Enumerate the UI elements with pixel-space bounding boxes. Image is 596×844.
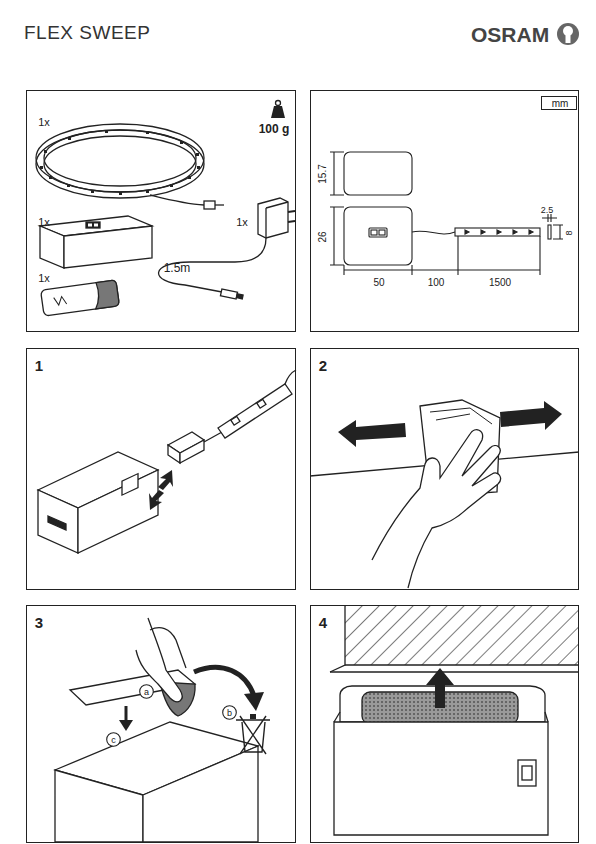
node-text: 8 xyxy=(565,230,574,235)
circle-outline xyxy=(140,685,154,699)
step-panel: 1 xyxy=(26,348,296,590)
step-panel: 3 a b c xyxy=(26,605,296,843)
step-number: 2 xyxy=(319,358,327,373)
step-panel: 4 xyxy=(310,605,579,843)
led-strip-coil xyxy=(36,124,204,198)
node-text: 1x xyxy=(38,273,50,284)
sheet-title: FLEX SWEEP xyxy=(24,23,150,42)
adhesive-step xyxy=(55,618,270,842)
node-text: a xyxy=(144,687,149,696)
circle-outline xyxy=(223,706,237,720)
dimension-panel: 15.7 2.5 26 8 50 100 1500 mm xyxy=(310,90,579,332)
step-number: 100 g xyxy=(259,123,290,135)
dimension-drawing xyxy=(330,152,563,275)
step-number: 1 xyxy=(35,358,43,373)
node-text: mm xyxy=(552,99,569,109)
step-number: 3 xyxy=(35,615,43,630)
callout-circle: b xyxy=(222,705,237,720)
strip-lead xyxy=(150,195,224,209)
weight-icon xyxy=(271,101,285,119)
node-text: 100 xyxy=(428,278,445,288)
mounting-step xyxy=(330,605,579,835)
push-arrows xyxy=(149,470,173,510)
node-text: c xyxy=(111,735,116,744)
node-text: 2.5 xyxy=(541,206,554,215)
node-text: 1x xyxy=(38,117,50,128)
remote-pad xyxy=(41,280,120,316)
node-text: 15.7 xyxy=(318,164,328,183)
node-text: 26 xyxy=(318,231,328,242)
callout-circle: c xyxy=(106,732,121,747)
controller-box xyxy=(40,216,152,268)
unit-box: mm xyxy=(541,96,577,110)
parts-panel: 1x 100 g 1x 1x 1.5m 1x xyxy=(26,90,296,332)
cleaning-step xyxy=(310,400,579,588)
node-text: 50 xyxy=(373,278,384,288)
step-number: 4 xyxy=(319,615,327,630)
controller-box xyxy=(38,452,158,553)
node-text: 1500 xyxy=(489,278,511,288)
brand-logo xyxy=(557,23,579,45)
brand-name: OSRAM xyxy=(471,24,549,45)
step-panel: 2 xyxy=(310,348,579,590)
node-text: b xyxy=(227,708,232,717)
node-text: 1x xyxy=(236,217,248,228)
circle-outline xyxy=(107,733,121,747)
strip-connector xyxy=(168,370,296,463)
callout-circle: a xyxy=(139,684,154,699)
node-text: 1x xyxy=(38,217,50,228)
power-adapter xyxy=(159,198,295,300)
node-text: 1.5m xyxy=(164,262,191,274)
led-dots xyxy=(40,130,200,195)
